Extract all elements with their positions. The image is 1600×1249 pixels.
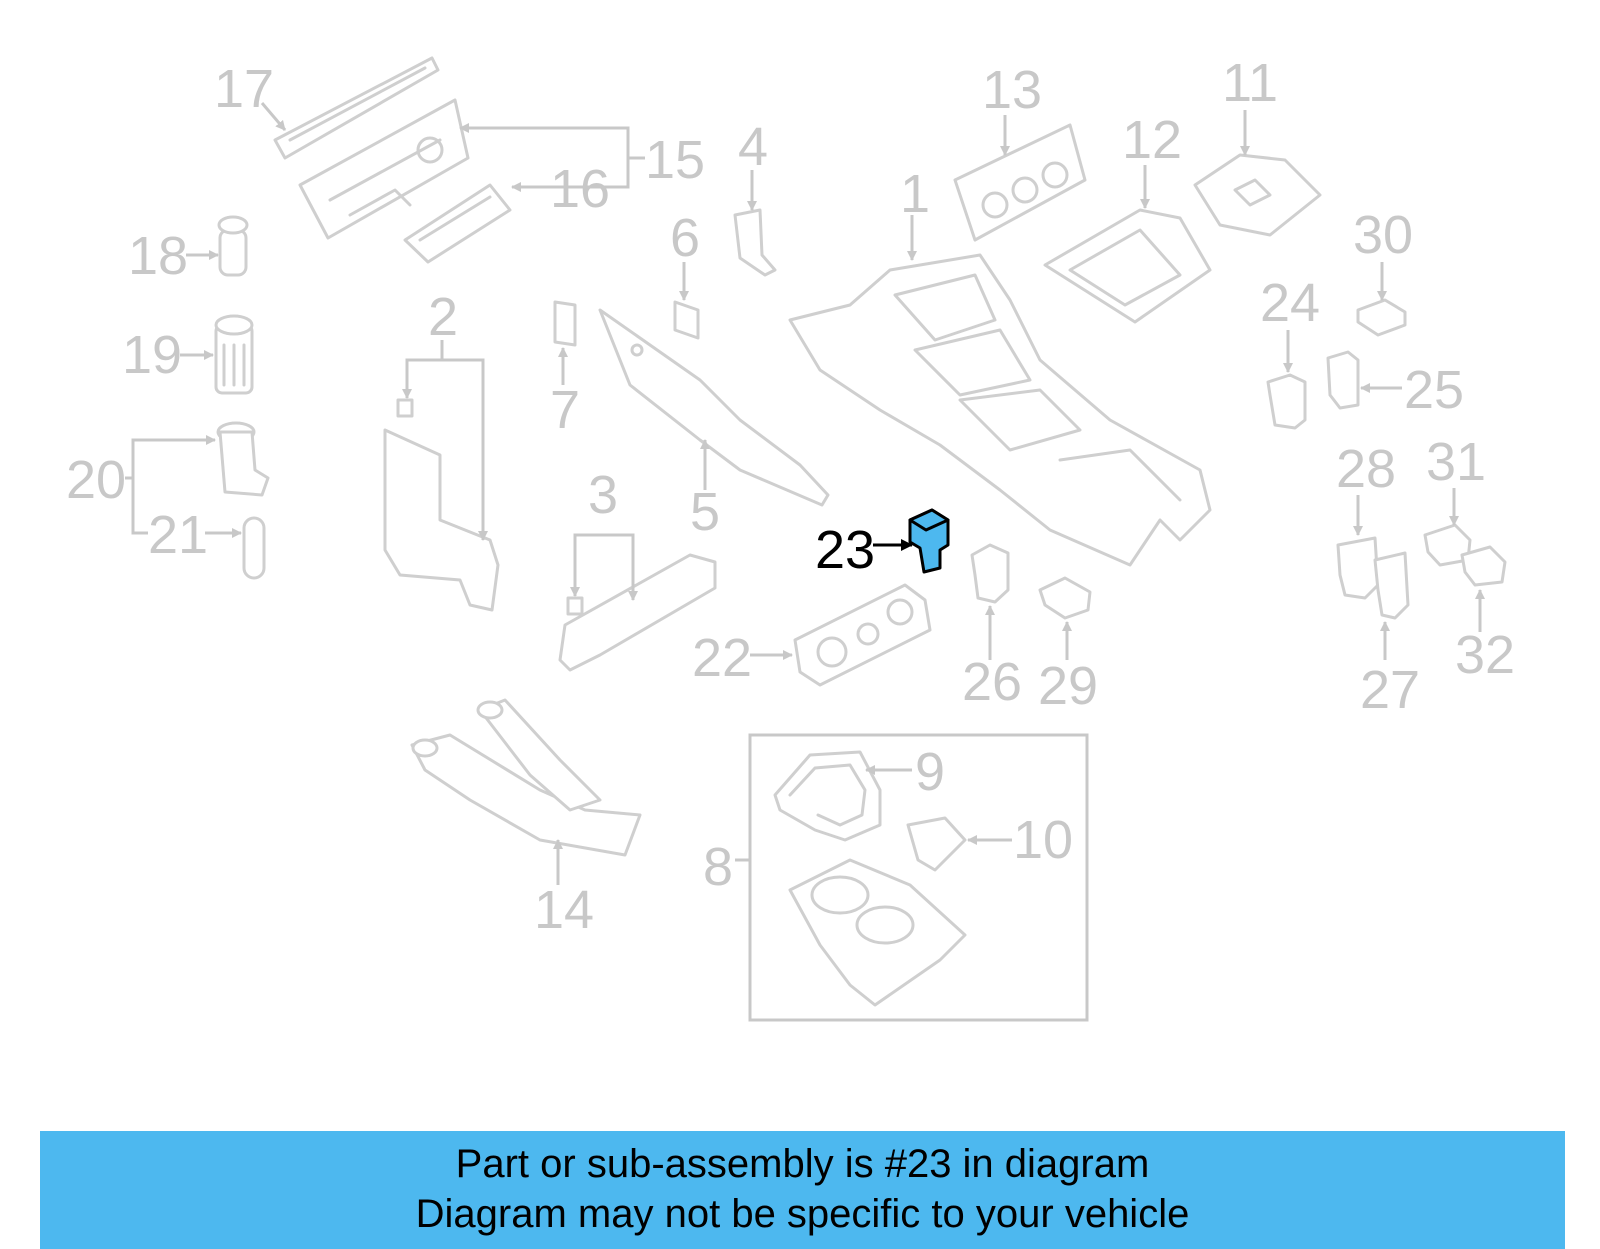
label-16: 16: [550, 159, 610, 219]
part-29-switch: [1038, 576, 1092, 620]
part-23-highlighted: [908, 508, 950, 574]
label-11: 11: [1222, 53, 1278, 113]
label-20: 20: [66, 450, 126, 510]
banner-line-disclaimer: Diagram may not be specific to your vehi…: [415, 1192, 1190, 1236]
part-25-switch: [1326, 350, 1360, 410]
label-32: 32: [1455, 625, 1515, 685]
label-13: 13: [982, 60, 1042, 120]
part-5-console-panel: [598, 308, 830, 507]
part-12-tray: [1043, 208, 1212, 324]
part-1-center-console: [788, 253, 1212, 567]
callout-labels: 17 15 16 18 19 20 21 2 4 6 7 5 3 1 13 12…: [66, 53, 1515, 940]
label-2: 2: [428, 287, 458, 347]
part-6-block: [673, 300, 700, 340]
label-27: 27: [1360, 660, 1420, 720]
label-21: 21: [148, 505, 208, 565]
label-26: 26: [962, 652, 1022, 712]
part-9-insert: [773, 750, 882, 842]
leader-lines: [125, 102, 1485, 885]
part-18-clip: [217, 215, 249, 277]
label-18: 18: [128, 226, 188, 286]
part-19-socket: [214, 314, 254, 395]
label-28: 28: [1336, 439, 1396, 499]
part-10-trim: [906, 816, 967, 872]
part-32-switch: [1460, 545, 1507, 587]
label-19: 19: [122, 325, 182, 385]
part-4-bracket: [733, 208, 777, 277]
label-29: 29: [1038, 656, 1098, 716]
part-8-assembly-box: [748, 733, 1089, 1022]
part-3-lower-strip: [558, 553, 717, 672]
parts-diagram: 17 15 16 18 19 20 21 2 4 6 7 5 3 1 13 12…: [66, 53, 1515, 1022]
label-25: 25: [1404, 360, 1464, 420]
part-2-side-panel: [383, 398, 500, 612]
label-31: 31: [1426, 432, 1486, 492]
part-7-flat-piece: [553, 300, 577, 347]
label-1: 1: [900, 164, 930, 224]
label-8: 8: [703, 837, 733, 897]
info-banner: Part or sub-assembly is #23 in diagram D…: [40, 1131, 1565, 1249]
part-14-duct: [410, 698, 642, 857]
part-11-boot: [1193, 153, 1322, 237]
part-15-console-bezel: [298, 98, 470, 240]
part-16-tray: [403, 183, 512, 264]
part-17-trim-strip: [273, 56, 440, 160]
label-15: 15: [645, 130, 705, 190]
part-22-climate-control: [793, 583, 932, 687]
label-12: 12: [1122, 110, 1182, 170]
part-30-switch: [1356, 298, 1407, 337]
label-6: 6: [670, 208, 700, 268]
label-17: 17: [214, 59, 274, 119]
banner-line-part-info: Part or sub-assembly is #23 in diagram: [455, 1142, 1150, 1186]
label-5: 5: [690, 482, 720, 542]
part-28-switch: [1336, 536, 1380, 600]
label-23-highlighted: 23: [815, 520, 875, 580]
label-7: 7: [550, 380, 580, 440]
part-21-plug: [242, 516, 266, 580]
label-10: 10: [1013, 810, 1073, 870]
part-20-lighter: [216, 421, 270, 497]
label-4: 4: [738, 117, 768, 177]
part-13-climate-panel: [953, 123, 1087, 242]
label-22: 22: [692, 628, 752, 688]
part-27-switch: [1373, 551, 1410, 620]
part-26-switch: [970, 543, 1010, 604]
label-9: 9: [915, 742, 945, 802]
part-24-switch: [1266, 373, 1307, 430]
label-3: 3: [588, 465, 618, 525]
label-30: 30: [1353, 205, 1413, 265]
label-14: 14: [534, 880, 594, 940]
part-8-cup-holder: [788, 858, 967, 1007]
label-24: 24: [1260, 273, 1320, 333]
